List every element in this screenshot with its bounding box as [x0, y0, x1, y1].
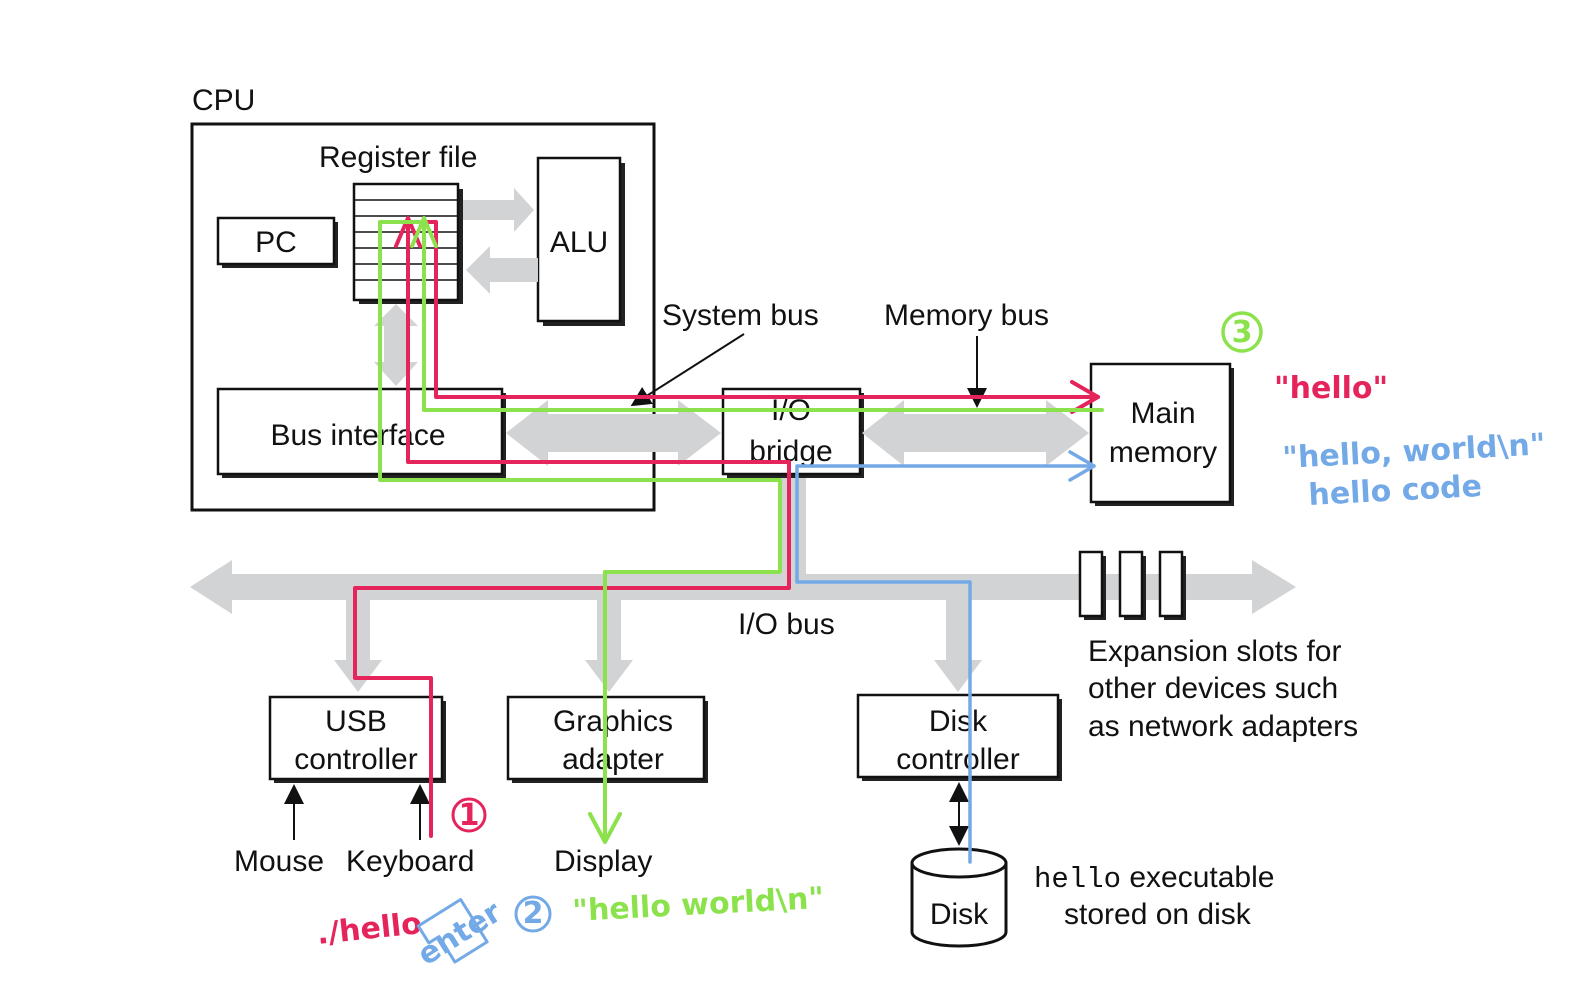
usb-controller-box	[268, 695, 444, 781]
step3-number: 3	[1232, 315, 1253, 350]
disk-cylinder	[910, 847, 1008, 948]
step3-arrowhead-display	[588, 812, 622, 844]
expansion-note-2: other devices such	[1088, 672, 1338, 705]
keyboard-label: Keyboard	[346, 845, 474, 878]
bus-interface-box	[216, 387, 504, 476]
main-memory-label-2: memory	[1109, 436, 1217, 469]
alu-box	[536, 156, 622, 323]
main-memory-label-1: Main	[1130, 397, 1195, 430]
graphics-bus-arrow	[585, 600, 633, 692]
disk-note-rest: executable	[1121, 861, 1274, 894]
expansion-note-1: Expansion slots for	[1088, 635, 1341, 668]
disk-label: Disk	[930, 898, 989, 931]
step1-arrowhead-memory	[1070, 380, 1100, 414]
step2-arrowhead-memory	[1068, 450, 1096, 482]
bridge-iobus-link	[782, 478, 806, 578]
alu-label: ALU	[550, 226, 608, 259]
display-label: Display	[554, 845, 652, 878]
alu-to-reg-arrow	[466, 246, 538, 294]
disk-note-mono: hello	[1034, 863, 1121, 896]
step2-number: 2	[523, 896, 544, 931]
usb-bus-arrow	[334, 600, 382, 692]
main-memory-box	[1089, 362, 1232, 504]
step2-marker: 2	[514, 895, 552, 933]
bus-interface-label: Bus interface	[270, 419, 445, 452]
system-bus-pointer	[630, 333, 745, 407]
graphics-adapter-label-1: Graphics	[553, 705, 673, 738]
hello-memory-note: "hello"	[1274, 371, 1388, 406]
step3-arrowhead-register	[410, 216, 438, 248]
cpu-label: CPU	[192, 84, 255, 117]
hello-code-note: hello code	[1308, 469, 1483, 513]
step1-number: 1	[459, 798, 480, 833]
step3-path-register-to-display	[378, 220, 782, 842]
expansion-slots	[1078, 550, 1186, 620]
disk-note-line-1: hello executable	[1034, 861, 1274, 896]
graphics-adapter-label-2: adapter	[562, 743, 664, 776]
expansion-note-3: as network adapters	[1088, 710, 1358, 743]
enter-key-outline	[416, 898, 489, 964]
pc-box	[216, 216, 336, 266]
enter-key: enter	[412, 895, 508, 973]
disk-bus-arrow	[934, 600, 982, 692]
io-bridge-box	[721, 387, 862, 476]
system-bus-label: System bus	[662, 299, 819, 332]
step1-marker: 1	[451, 797, 487, 833]
usb-controller-label-1: USB	[325, 705, 387, 738]
memory-bus-label: Memory bus	[884, 299, 1049, 332]
io-bus-label: I/O bus	[738, 608, 835, 641]
enter-key-label: enter	[412, 895, 508, 973]
pc-label: PC	[255, 226, 297, 259]
usb-controller-label-2: controller	[294, 743, 417, 776]
step3-path-memory-to-register	[422, 220, 1104, 412]
mouse-label: Mouse	[234, 845, 324, 878]
reg-to-alu-arrow	[463, 188, 534, 232]
disk-controller-label-1: Disk	[929, 705, 988, 738]
step2-path-disk-to-memory	[795, 464, 1096, 864]
disk-note-line-2: stored on disk	[1064, 898, 1252, 931]
step1-path-keyboard-to-register	[353, 220, 791, 838]
memory-bus-arrow	[862, 400, 1089, 466]
disk-controller-label-2: controller	[896, 743, 1019, 776]
output-string-note: "hello world\n"	[572, 881, 825, 929]
disk-controller-box	[856, 693, 1060, 779]
register-file-label: Register file	[319, 141, 477, 174]
system-bus-arrow	[506, 400, 721, 466]
step3-marker: 3	[1221, 311, 1263, 353]
cpu-box	[190, 122, 656, 512]
memory-string-note: "hello, world\n"	[1282, 427, 1547, 476]
typed-command-note: ./hello	[315, 906, 423, 952]
